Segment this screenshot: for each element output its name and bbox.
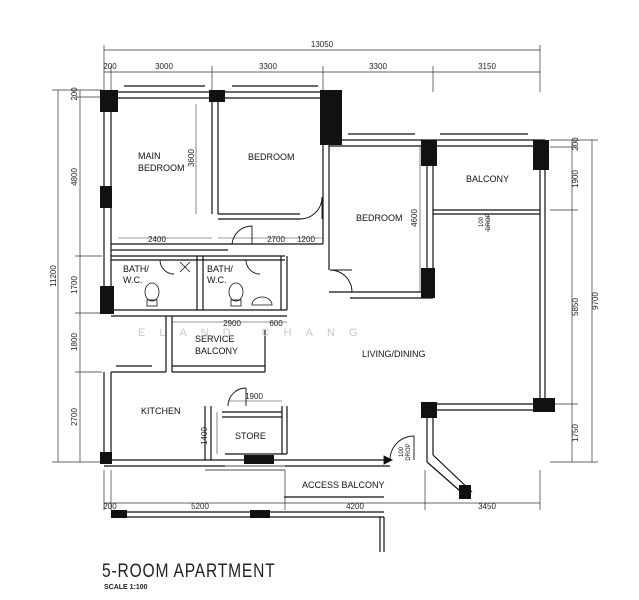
kitchen-window — [205, 465, 285, 471]
bottom-dim-1: 5200 — [191, 502, 209, 511]
store-height-label: 1400 — [200, 427, 209, 445]
main-bedroom-label-1: MAIN — [138, 151, 161, 161]
left-dim-2: 1700 — [70, 276, 79, 294]
interior-dimension-lines — [118, 104, 489, 454]
service-balcony-label-2: BALCONY — [195, 346, 238, 356]
left-dim-4: 2700 — [70, 408, 79, 426]
watermark: ELAND CHANG — [138, 327, 371, 339]
bottom-dim-2: 4200 — [346, 502, 364, 511]
plan-scale: SCALE 1:100 — [104, 584, 148, 591]
service-balcony-label-1: SERVICE — [195, 334, 234, 344]
bottom-dim-0: 200 — [103, 502, 117, 511]
top-dim-1: 3000 — [155, 62, 173, 71]
bed-gap-label: 1200 — [297, 235, 315, 244]
left-overall-label: 11200 — [49, 265, 58, 287]
drop1-text: DROP — [486, 213, 492, 230]
plan-title: 5-ROOM APARTMENT — [102, 561, 276, 582]
walls — [103, 85, 550, 552]
left-dim-3: 1800 — [70, 333, 79, 351]
store-label: STORE — [235, 431, 266, 441]
left-dim-1: 4800 — [70, 168, 79, 186]
bath1-label-2: W.C. — [123, 275, 143, 285]
bottom-dim-3: 3450 — [478, 502, 496, 511]
balcony-label: BALCONY — [466, 174, 509, 184]
access-balcony-label: ACCESS BALCONY — [302, 480, 385, 490]
right-dim-3: 1750 — [571, 424, 580, 442]
bath2-label-1: BATH/ — [207, 264, 233, 274]
kitchen-label: KITCHEN — [141, 406, 181, 416]
bath-width-label: 2900 — [223, 319, 241, 328]
top-dim-0: 200 — [103, 62, 117, 71]
main-bed-width-label: 2400 — [148, 235, 166, 244]
bath-gap-label: 600 — [269, 319, 283, 328]
right-overall-label: 9700 — [591, 292, 600, 310]
top-dim-3: 3300 — [369, 62, 387, 71]
right-dim-2: 5850 — [571, 298, 580, 316]
bed-width-label: 2700 — [267, 235, 285, 244]
main-bedroom-label-2: BEDROOM — [138, 163, 185, 173]
room-labels: MAIN BEDROOM BEDROOM BEDROOM BALCONY BAT… — [123, 151, 509, 490]
bedroom-label-1: BEDROOM — [248, 152, 295, 162]
doors — [159, 196, 415, 465]
overall-width-label: 13050 — [311, 40, 334, 49]
top-dim-4: 3150 — [478, 62, 496, 71]
drop-labels: 100 DROP 100 DROP — [399, 213, 492, 460]
store-width-label: 1900 — [245, 392, 263, 401]
drop2-text: DROP — [406, 443, 412, 460]
right-dim-1: 1900 — [571, 170, 580, 188]
bathroom-fixtures — [144, 261, 273, 307]
living-dining-label: LIVING/DINING — [362, 349, 426, 359]
bedroom2-height-label: 4600 — [410, 209, 419, 227]
drop2-value: 100 — [399, 446, 405, 457]
top-dim-2: 3300 — [259, 62, 277, 71]
bedroom-height-label: 3600 — [187, 149, 196, 167]
right-dim-0: 200 — [571, 137, 580, 151]
bedroom-label-2: BEDROOM — [356, 213, 403, 223]
dimension-lines — [52, 45, 598, 510]
dimension-labels: 13050 200 3000 3300 3300 3150 200 5200 4… — [49, 40, 600, 511]
bath2-label-2: W.C. — [207, 275, 227, 285]
bath1-label-1: BATH/ — [123, 264, 149, 274]
left-dim-0: 200 — [70, 87, 79, 101]
interior-dimension-labels: 3600 4600 2400 2700 1200 2900 600 1900 1… — [148, 149, 419, 445]
drop1-value: 100 — [479, 216, 485, 227]
structural-columns — [100, 90, 555, 518]
